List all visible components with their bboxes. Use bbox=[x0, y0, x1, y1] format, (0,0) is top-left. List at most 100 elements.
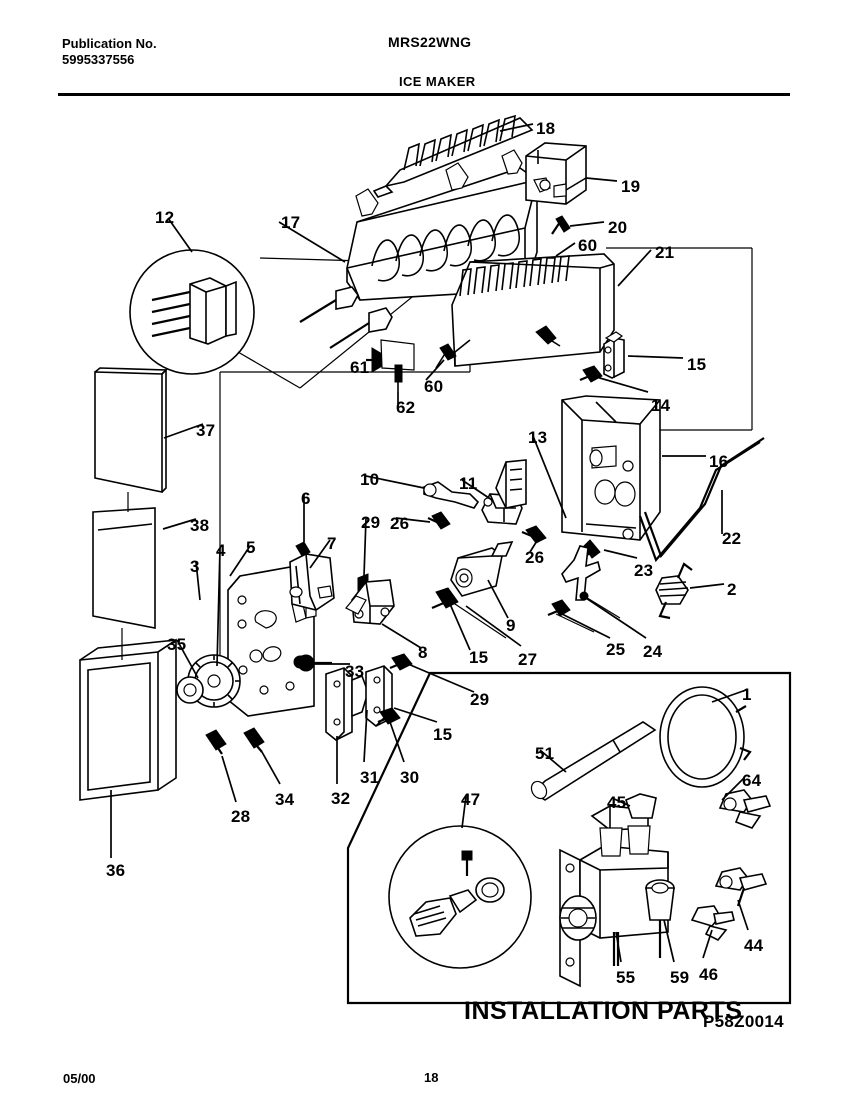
part-55-water-valve bbox=[560, 794, 668, 986]
callout-29a: 29 bbox=[361, 513, 381, 532]
callout-15a: 15 bbox=[687, 355, 707, 374]
callout-46: 46 bbox=[699, 965, 719, 984]
callout-18: 18 bbox=[536, 119, 556, 138]
part-30-screw bbox=[378, 708, 400, 724]
header-rule bbox=[58, 93, 790, 96]
part-12-detail-circle bbox=[130, 250, 300, 388]
part-28-screw bbox=[206, 730, 226, 754]
part-36-grille bbox=[80, 640, 176, 800]
footer-page-number: 18 bbox=[424, 1070, 439, 1085]
part-10-shutoff-arm bbox=[424, 482, 478, 508]
part-35-bushing bbox=[177, 677, 203, 703]
part-14-screw bbox=[580, 366, 602, 382]
part-37-panel bbox=[95, 368, 166, 492]
part-34-screw bbox=[244, 728, 264, 752]
callout-17: 17 bbox=[281, 213, 301, 232]
callout-29b: 29 bbox=[470, 690, 490, 709]
model-number: MRS22WNG bbox=[388, 34, 472, 50]
callout-14: 14 bbox=[651, 396, 671, 415]
callout-36: 36 bbox=[106, 861, 126, 880]
callout-13: 13 bbox=[528, 428, 548, 447]
part-31-link bbox=[352, 676, 368, 716]
callout-24: 24 bbox=[643, 642, 663, 661]
callout-60a: 60 bbox=[578, 236, 598, 255]
part-46-clamp bbox=[692, 906, 734, 940]
callout-64: 64 bbox=[742, 771, 762, 790]
callout-45: 45 bbox=[607, 793, 627, 812]
part-1-water-tubing bbox=[660, 687, 750, 787]
part-22-fill-tube bbox=[640, 438, 764, 560]
callout-16: 16 bbox=[709, 452, 729, 471]
callout-6: 6 bbox=[301, 489, 311, 508]
part-16-housing bbox=[562, 396, 660, 540]
part-15-screw-center bbox=[432, 588, 458, 608]
installation-parts-title: INSTALLATION PARTS bbox=[464, 997, 743, 1025]
leader-lines bbox=[111, 124, 748, 962]
part-18-stripper bbox=[374, 116, 532, 197]
part-8-bracket bbox=[346, 580, 394, 624]
callout-60b: 60 bbox=[424, 377, 444, 396]
part-26-screw-lower bbox=[522, 526, 546, 543]
part-2-spring bbox=[656, 564, 692, 618]
part-15-switch-right bbox=[604, 332, 624, 378]
callout-34: 34 bbox=[275, 790, 295, 809]
callout-25: 25 bbox=[606, 640, 626, 659]
callout-38: 38 bbox=[190, 516, 210, 535]
part-60-upper-pin bbox=[536, 326, 560, 346]
publication-number: 5995337556 bbox=[62, 52, 135, 67]
callout-9: 9 bbox=[506, 616, 516, 635]
callout-59: 59 bbox=[670, 968, 690, 987]
part-26-screw-upper bbox=[428, 512, 450, 529]
part-32-bracket bbox=[326, 668, 352, 740]
callout-44: 44 bbox=[744, 936, 764, 955]
callout-4: 4 bbox=[216, 541, 226, 560]
part-44-clamp bbox=[716, 868, 766, 906]
part-13-switch bbox=[496, 460, 526, 508]
callout-33: 33 bbox=[345, 662, 365, 681]
part-25-screw bbox=[548, 600, 594, 632]
callout-30: 30 bbox=[400, 768, 420, 787]
part-19-module-cover bbox=[526, 143, 586, 204]
callout-12: 12 bbox=[155, 208, 175, 227]
part-9-solenoid bbox=[451, 542, 512, 596]
callout-5: 5 bbox=[246, 538, 256, 557]
publication-label: Publication No. bbox=[62, 36, 157, 51]
part-47-detail-circle bbox=[389, 826, 531, 968]
callout-15b: 15 bbox=[469, 648, 489, 667]
callout-21: 21 bbox=[655, 243, 675, 262]
part-59-cap bbox=[646, 880, 674, 958]
callout-15c: 15 bbox=[433, 725, 453, 744]
callout-26b: 26 bbox=[525, 548, 545, 567]
footer-date: 05/00 bbox=[63, 1071, 96, 1086]
callout-2: 2 bbox=[727, 580, 737, 599]
callout-31: 31 bbox=[360, 768, 380, 787]
callout-51: 51 bbox=[535, 744, 555, 763]
part-27-screw bbox=[452, 602, 506, 638]
callout-55: 55 bbox=[616, 968, 636, 987]
installation-parts-box bbox=[348, 673, 790, 1003]
part-29-screw-lower bbox=[390, 654, 412, 670]
callout-22: 22 bbox=[722, 529, 742, 548]
part-21-mold-shelf bbox=[452, 254, 614, 366]
callout-27: 27 bbox=[518, 650, 538, 669]
callout-26a: 26 bbox=[390, 514, 410, 533]
callout-11: 11 bbox=[459, 474, 478, 493]
callout-37: 37 bbox=[196, 421, 216, 440]
callout-10: 10 bbox=[360, 470, 380, 489]
publication-block: Publication No. 5995337556 bbox=[62, 36, 157, 68]
part-38-panel bbox=[93, 508, 155, 628]
callout-7: 7 bbox=[327, 534, 337, 553]
part-7-motor bbox=[290, 554, 334, 610]
callout-3: 3 bbox=[190, 557, 200, 576]
callout-19: 19 bbox=[621, 177, 641, 196]
callout-20: 20 bbox=[608, 218, 628, 237]
part-64-clamp bbox=[720, 790, 770, 828]
part-60-lower-pin bbox=[436, 344, 456, 368]
callout-8: 8 bbox=[418, 643, 428, 662]
part-51-tube bbox=[528, 722, 655, 801]
callout-28: 28 bbox=[231, 807, 251, 826]
part-33-pivot bbox=[298, 655, 332, 671]
part-61-lever bbox=[366, 340, 414, 372]
callout-47: 47 bbox=[461, 790, 481, 809]
callout-23: 23 bbox=[634, 561, 654, 580]
